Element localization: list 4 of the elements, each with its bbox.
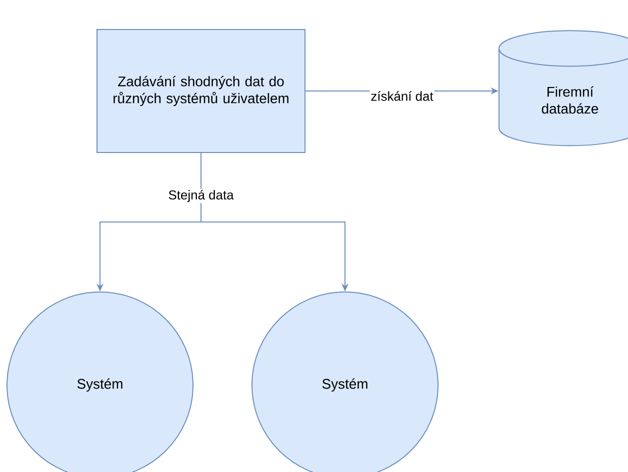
process-box: Zadávání shodných dat do různých systémů uživatelem [96,29,306,153]
database-cylinder: Firemní databáze [498,30,628,146]
edge-label: získání dat [370,90,434,102]
edge-label: Stejná data [167,188,235,204]
